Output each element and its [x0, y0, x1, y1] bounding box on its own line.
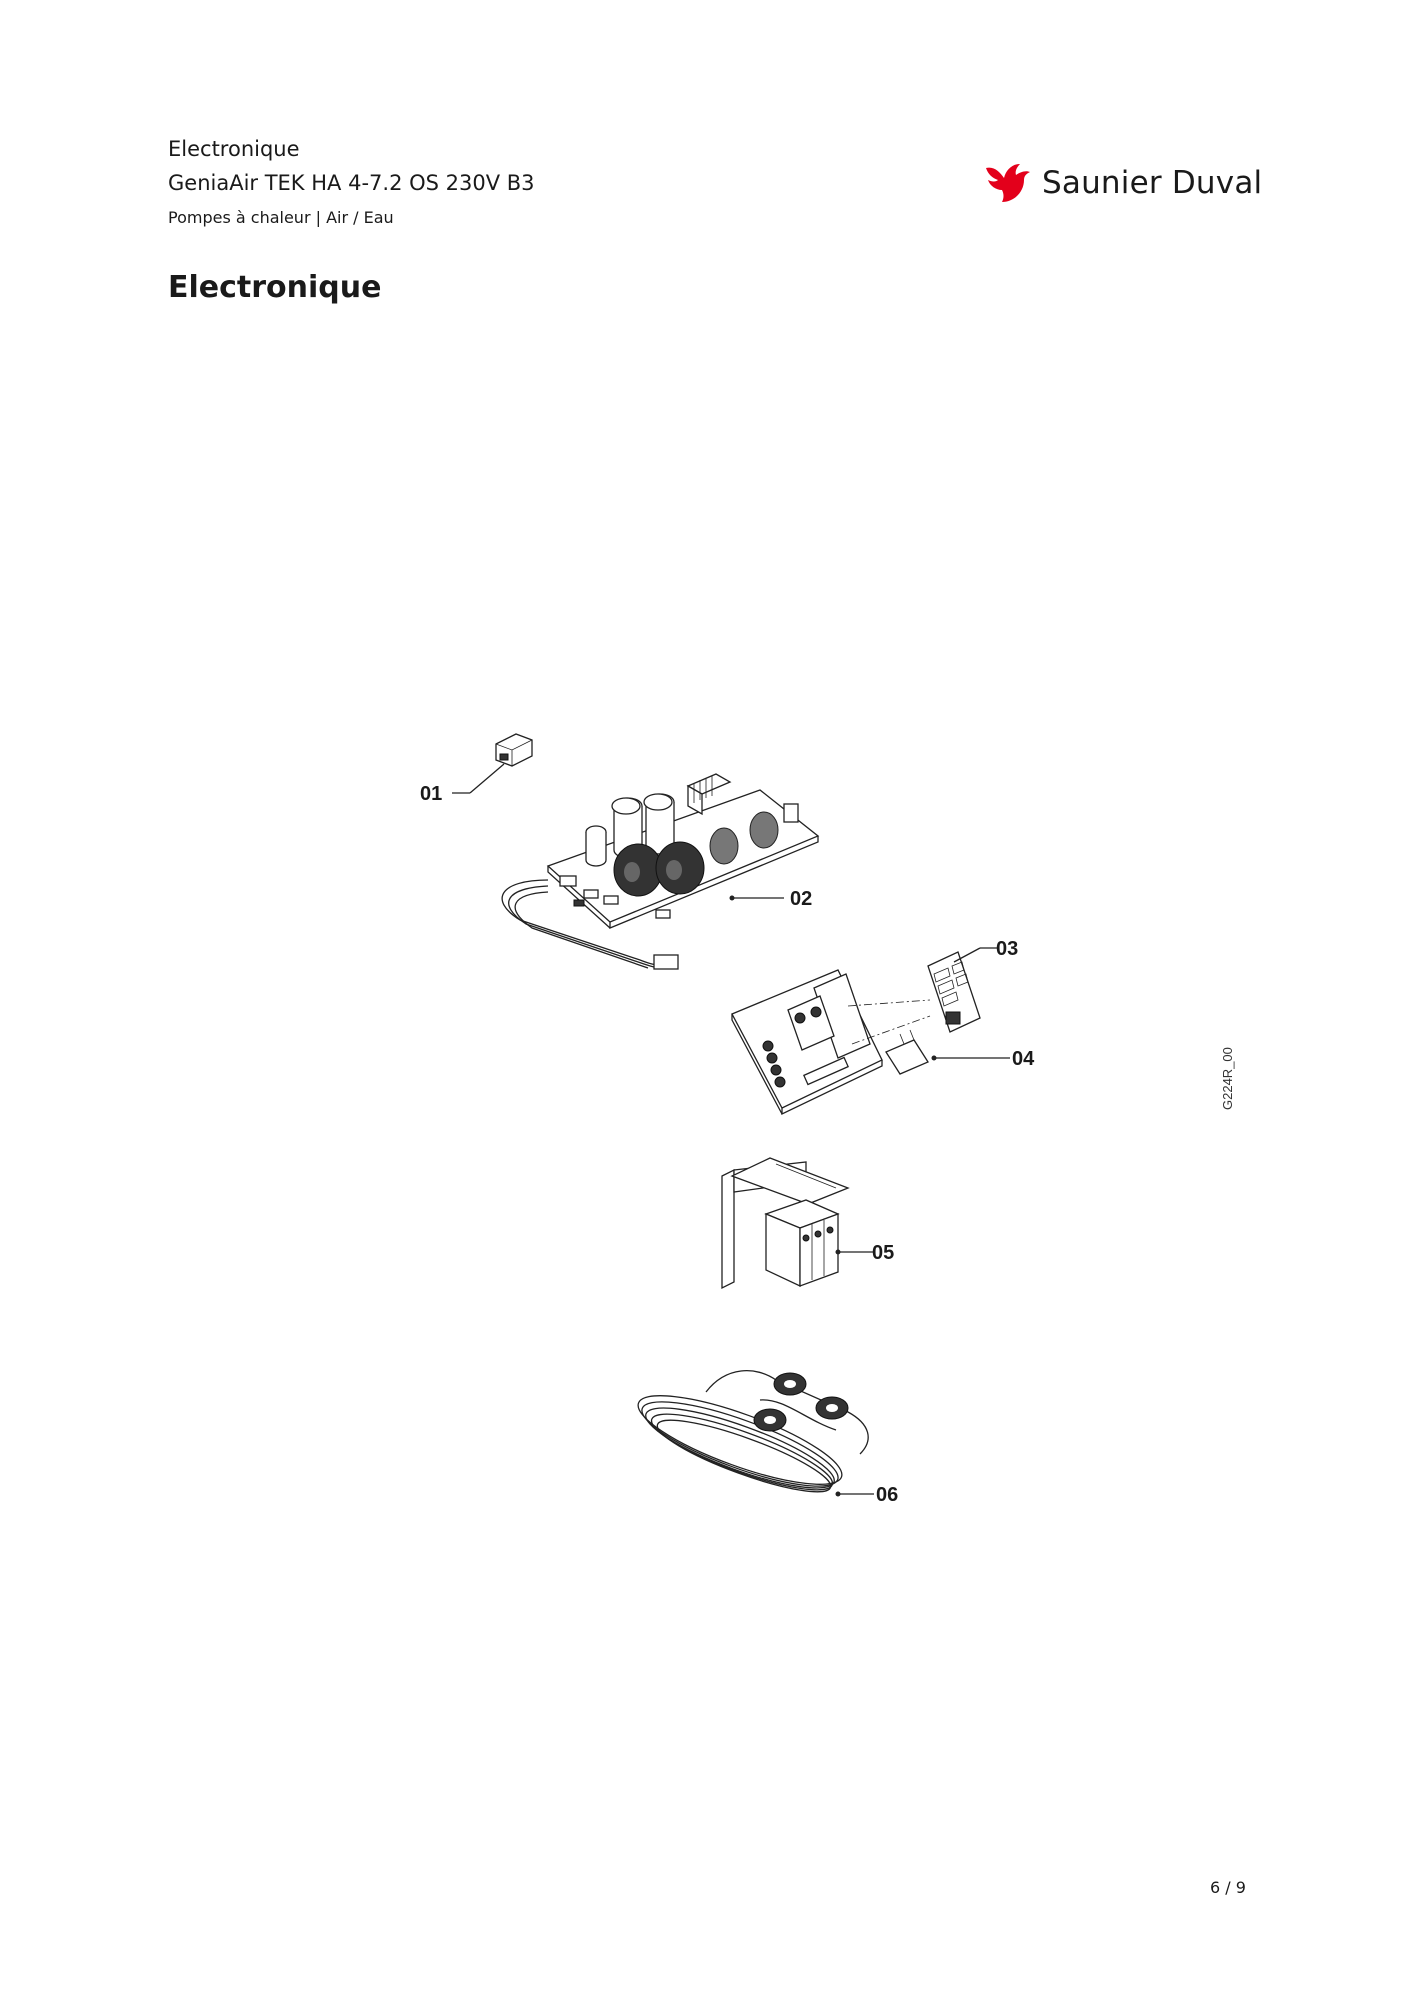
part-04-relay-assembly	[731, 969, 1010, 1116]
part-05-contactor	[721, 1157, 874, 1290]
part-02-pcb	[501, 773, 820, 970]
callout-05: 05	[872, 1242, 894, 1264]
callout-02: 02	[790, 888, 812, 910]
part-06-cable	[637, 1370, 874, 1497]
callout-04: 04	[1012, 1048, 1035, 1070]
callout-01: 01	[420, 783, 442, 805]
part-01-connector	[452, 733, 533, 794]
drawing-code: G224R_00	[1220, 1047, 1235, 1110]
bird-logo-icon	[986, 164, 1030, 202]
callout-03: 03	[996, 938, 1018, 960]
page-number: 6 / 9	[1210, 1878, 1246, 1897]
part-03-terminal-block	[927, 947, 998, 1033]
document-header: Electronique GeniaAir TEK HA 4-7.2 OS 23…	[168, 136, 535, 228]
callout-06: 06	[876, 1484, 898, 1506]
brand-name: Saunier Duval	[1042, 165, 1263, 201]
header-product: GeniaAir TEK HA 4-7.2 OS 230V B3	[168, 171, 535, 195]
header-product-family: Pompes à chaleur | Air / Eau	[168, 208, 394, 227]
section-title: Electronique	[168, 270, 382, 305]
brand-logo: Saunier Duval	[982, 160, 1262, 206]
header-category: Electronique	[168, 137, 300, 161]
